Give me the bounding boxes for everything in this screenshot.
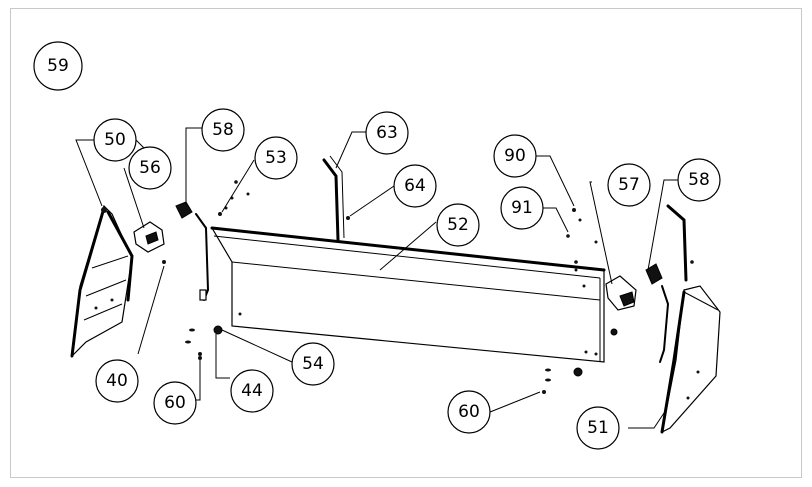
callout-44: 44	[230, 369, 274, 413]
callout-63: 63	[365, 111, 409, 155]
svg-text:53: 53	[265, 148, 287, 168]
part-63-rod	[322, 155, 345, 242]
svg-text:60: 60	[458, 402, 480, 422]
svg-text:59: 59	[47, 56, 69, 76]
callout-40: 40	[95, 359, 139, 403]
callout-56: 56	[128, 146, 172, 190]
callout-90: 90	[493, 134, 537, 178]
callout-54: 54	[291, 342, 335, 386]
svg-text:63: 63	[376, 123, 398, 143]
callout-60-right: 60	[447, 390, 491, 434]
callout-50: 50	[93, 118, 137, 162]
part-58-right-bracket	[645, 204, 694, 363]
part-50-left-side-panel	[70, 204, 134, 358]
callout-91: 91	[500, 186, 544, 230]
svg-text:52: 52	[447, 215, 469, 235]
svg-text:56: 56	[139, 158, 161, 178]
part-40-screw	[162, 260, 166, 264]
part-44-washers	[185, 328, 202, 356]
svg-text:64: 64	[404, 176, 426, 196]
callout-53: 53	[254, 136, 298, 180]
svg-text:51: 51	[587, 418, 609, 438]
part-58-left-bracket	[175, 201, 210, 301]
svg-text:54: 54	[302, 354, 324, 374]
svg-text:40: 40	[106, 371, 128, 391]
svg-text:58: 58	[212, 120, 234, 140]
callout-58-right: 58	[677, 158, 721, 202]
callout-60-left: 60	[153, 381, 197, 425]
svg-text:91: 91	[511, 198, 533, 218]
part-57-right-bracket	[605, 275, 637, 336]
part-52-back-panel	[210, 226, 606, 363]
callout-52: 52	[436, 203, 480, 247]
callout-59: 59	[33, 41, 83, 91]
part-60-washers-left	[198, 356, 202, 360]
callout-57: 57	[607, 163, 651, 207]
part-54-nut	[213, 325, 223, 335]
callout-51: 51	[576, 406, 620, 450]
svg-text:57: 57	[618, 175, 640, 195]
svg-text:50: 50	[104, 130, 126, 150]
part-51-right-side-panel	[660, 285, 721, 434]
part-90-screws	[572, 208, 598, 244]
svg-text:44: 44	[241, 381, 263, 401]
svg-text:90: 90	[504, 146, 526, 166]
drawing-frame	[10, 8, 802, 478]
svg-text:60: 60	[164, 393, 186, 413]
svg-text:58: 58	[688, 170, 710, 190]
part-53-screws	[218, 180, 250, 216]
leader-lines	[75, 127, 678, 429]
part-91-screws	[566, 234, 578, 272]
callout-64: 64	[393, 164, 437, 208]
part-64-screw	[346, 216, 350, 220]
callout-58-left: 58	[201, 108, 245, 152]
part-60-washers-right	[542, 367, 583, 394]
part-56-left-bracket	[133, 221, 165, 253]
